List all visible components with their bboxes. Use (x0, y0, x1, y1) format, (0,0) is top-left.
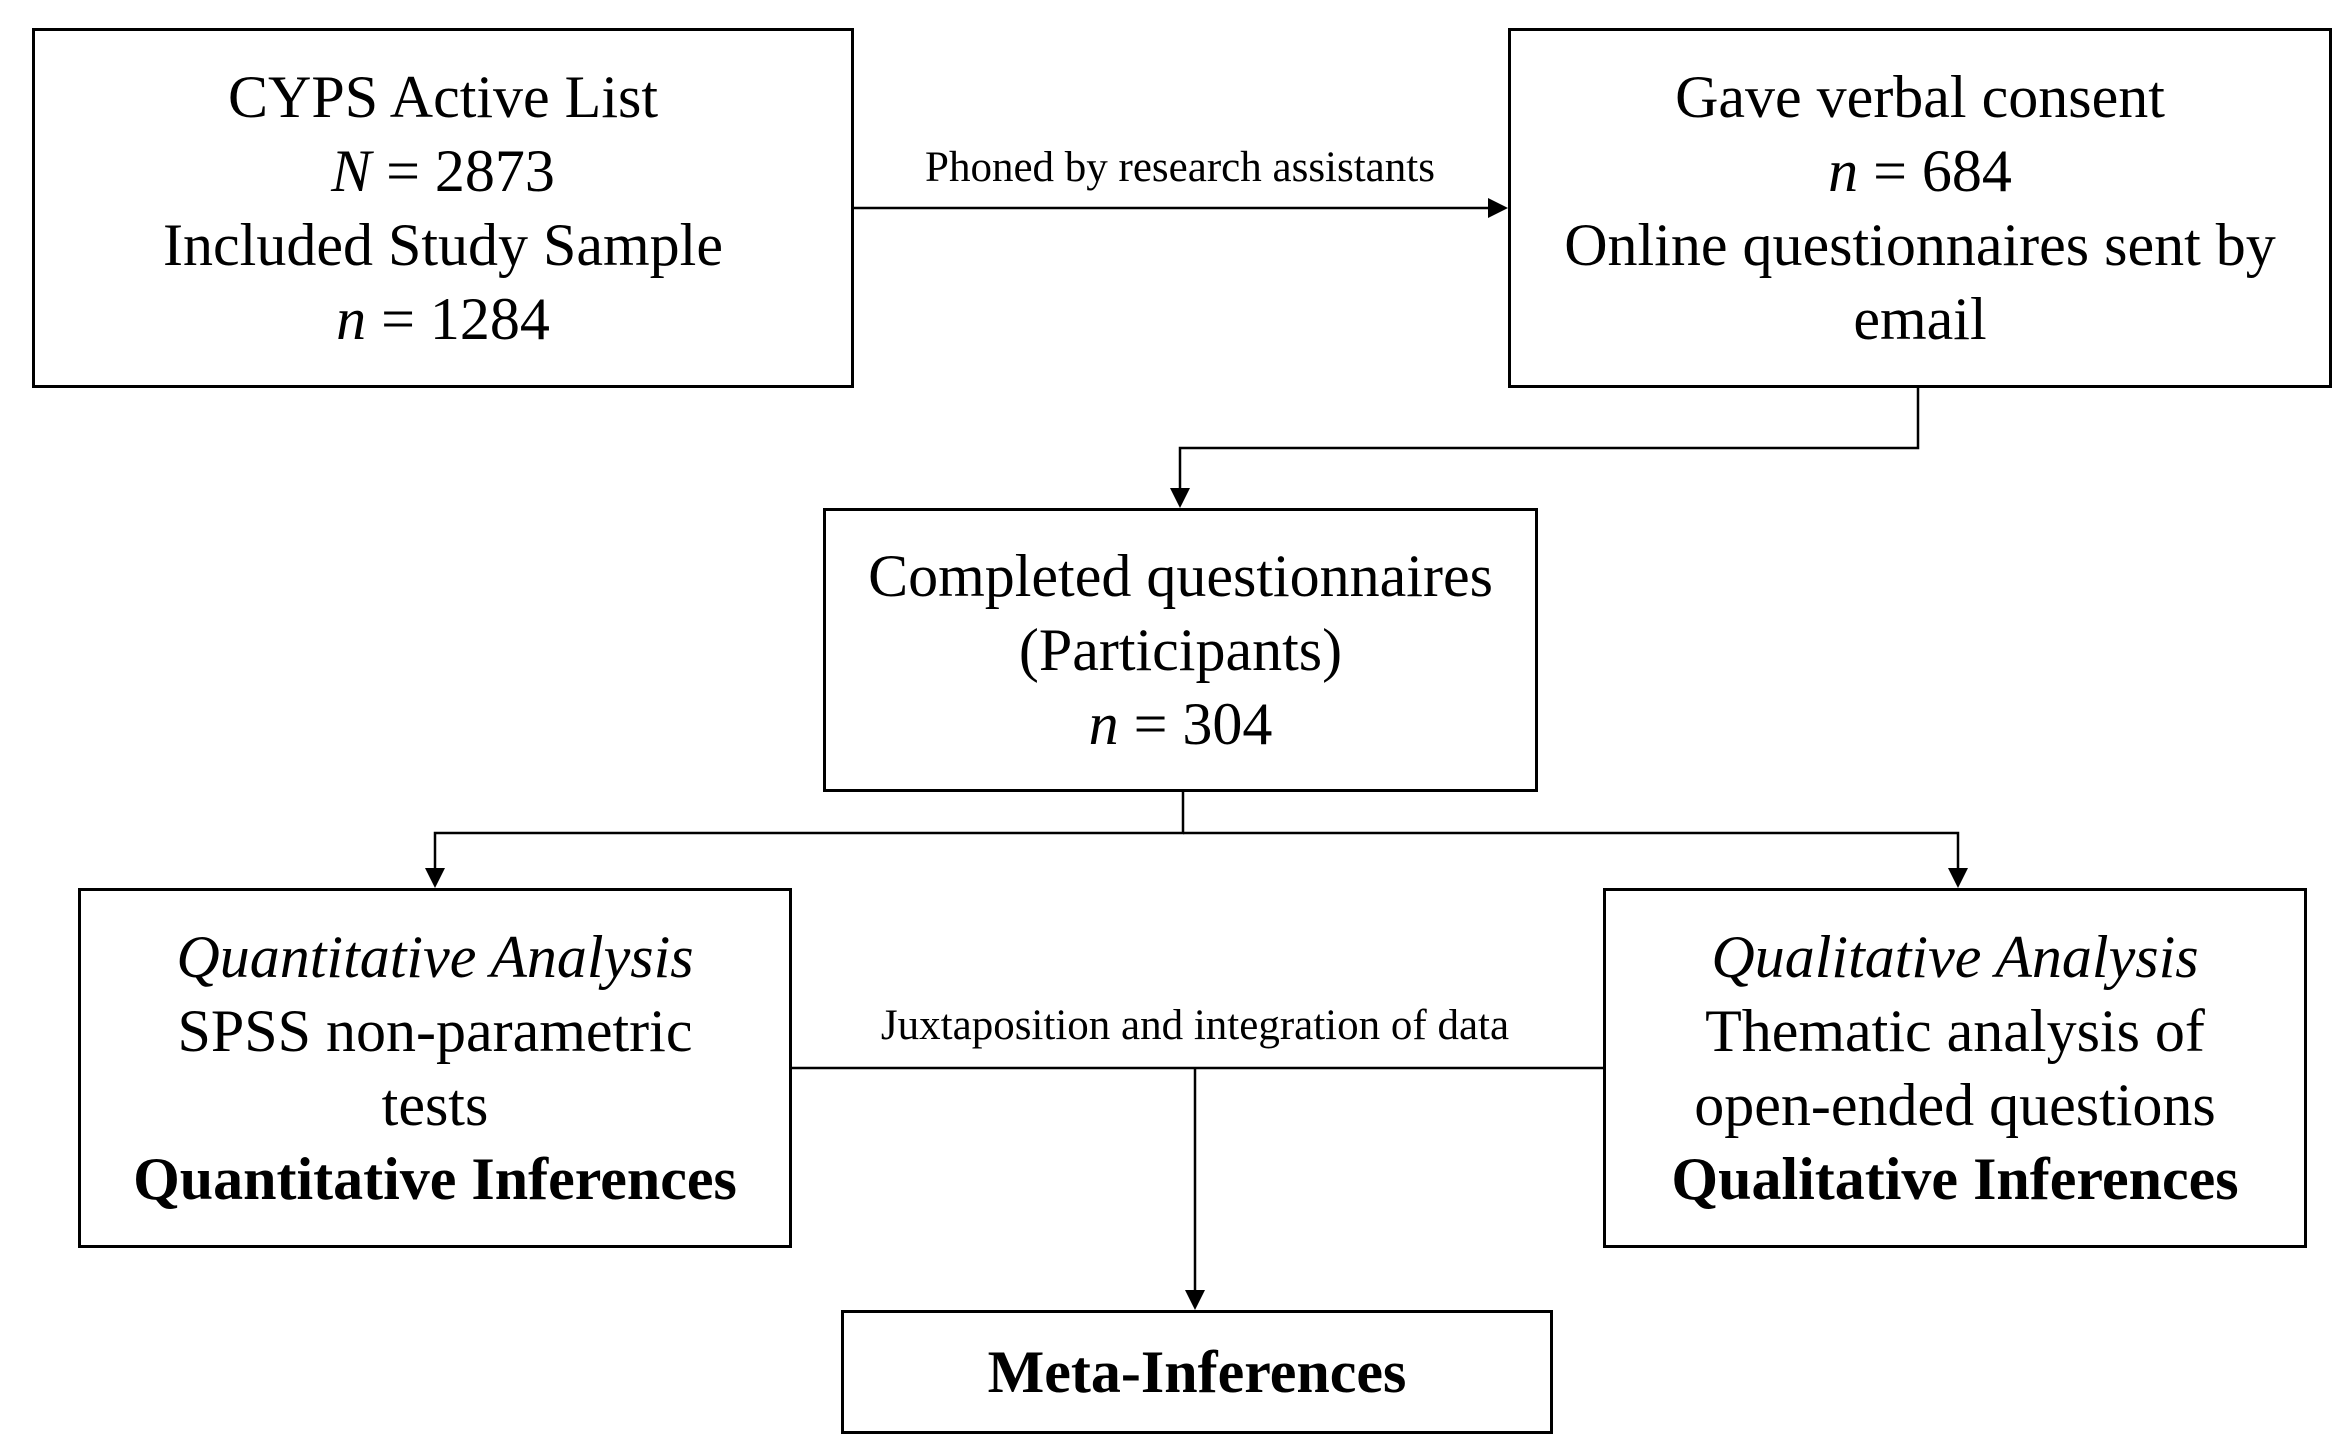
node-completed: Completed questionnaires (Participants) … (823, 508, 1538, 792)
node-qualitative: Qualitative Analysis Thematic analysis o… (1603, 888, 2307, 1248)
active-list-title: CYPS Active List (227, 64, 659, 130)
completed-participants: (Participants) (1018, 617, 1343, 683)
quantitative-line2: SPSS non-parametric (177, 998, 693, 1064)
active-list-subtitle: Included Study Sample (163, 212, 723, 278)
arrowhead-meta (1185, 1290, 1205, 1310)
arrowhead-consent (1488, 198, 1508, 218)
arrowhead-quantitative (425, 868, 445, 888)
edge-completed-split (433, 790, 1185, 870)
arrowhead-qualitative (1948, 868, 1968, 888)
qualitative-line2: Thematic analysis of (1705, 998, 2205, 1064)
quantitative-inference: Quantitative Inferences (133, 1146, 737, 1212)
meta-title: Meta-Inferences (987, 1339, 1407, 1405)
node-meta: Meta-Inferences (841, 1310, 1553, 1434)
node-consent: Gave verbal consent n = 684 Online quest… (1508, 28, 2332, 388)
completed-title: Completed questionnaires (868, 543, 1493, 609)
edge-completed-to-qualitative (1183, 831, 1960, 870)
arrowhead-completed (1170, 488, 1190, 508)
completed-count: n = 304 (1088, 691, 1273, 757)
quantitative-title: Quantitative Analysis (176, 924, 694, 990)
node-quantitative: Quantitative Analysis SPSS non-parametri… (78, 888, 792, 1248)
qualitative-title: Qualitative Analysis (1711, 924, 2199, 990)
qualitative-inference: Qualitative Inferences (1671, 1146, 2239, 1212)
edge-consent-to-completed (1178, 388, 1920, 490)
consent-line4: email (1853, 286, 1987, 352)
consent-count: n = 684 (1828, 138, 2012, 204)
qualitative-line3: open-ended questions (1694, 1072, 2216, 1138)
active-list-sample: n = 1284 (336, 286, 550, 352)
edge-label-integration: Juxtaposition and integration of data (880, 1002, 1510, 1049)
edge-label-phoned: Phoned by research assistants (925, 144, 1435, 191)
node-active-list: CYPS Active List N = 2873 Included Study… (32, 28, 854, 388)
quantitative-line3: tests (381, 1072, 489, 1138)
consent-title: Gave verbal consent (1675, 64, 2165, 130)
active-list-total: N = 2873 (331, 138, 555, 204)
consent-line3: Online questionnaires sent by (1564, 212, 2276, 278)
